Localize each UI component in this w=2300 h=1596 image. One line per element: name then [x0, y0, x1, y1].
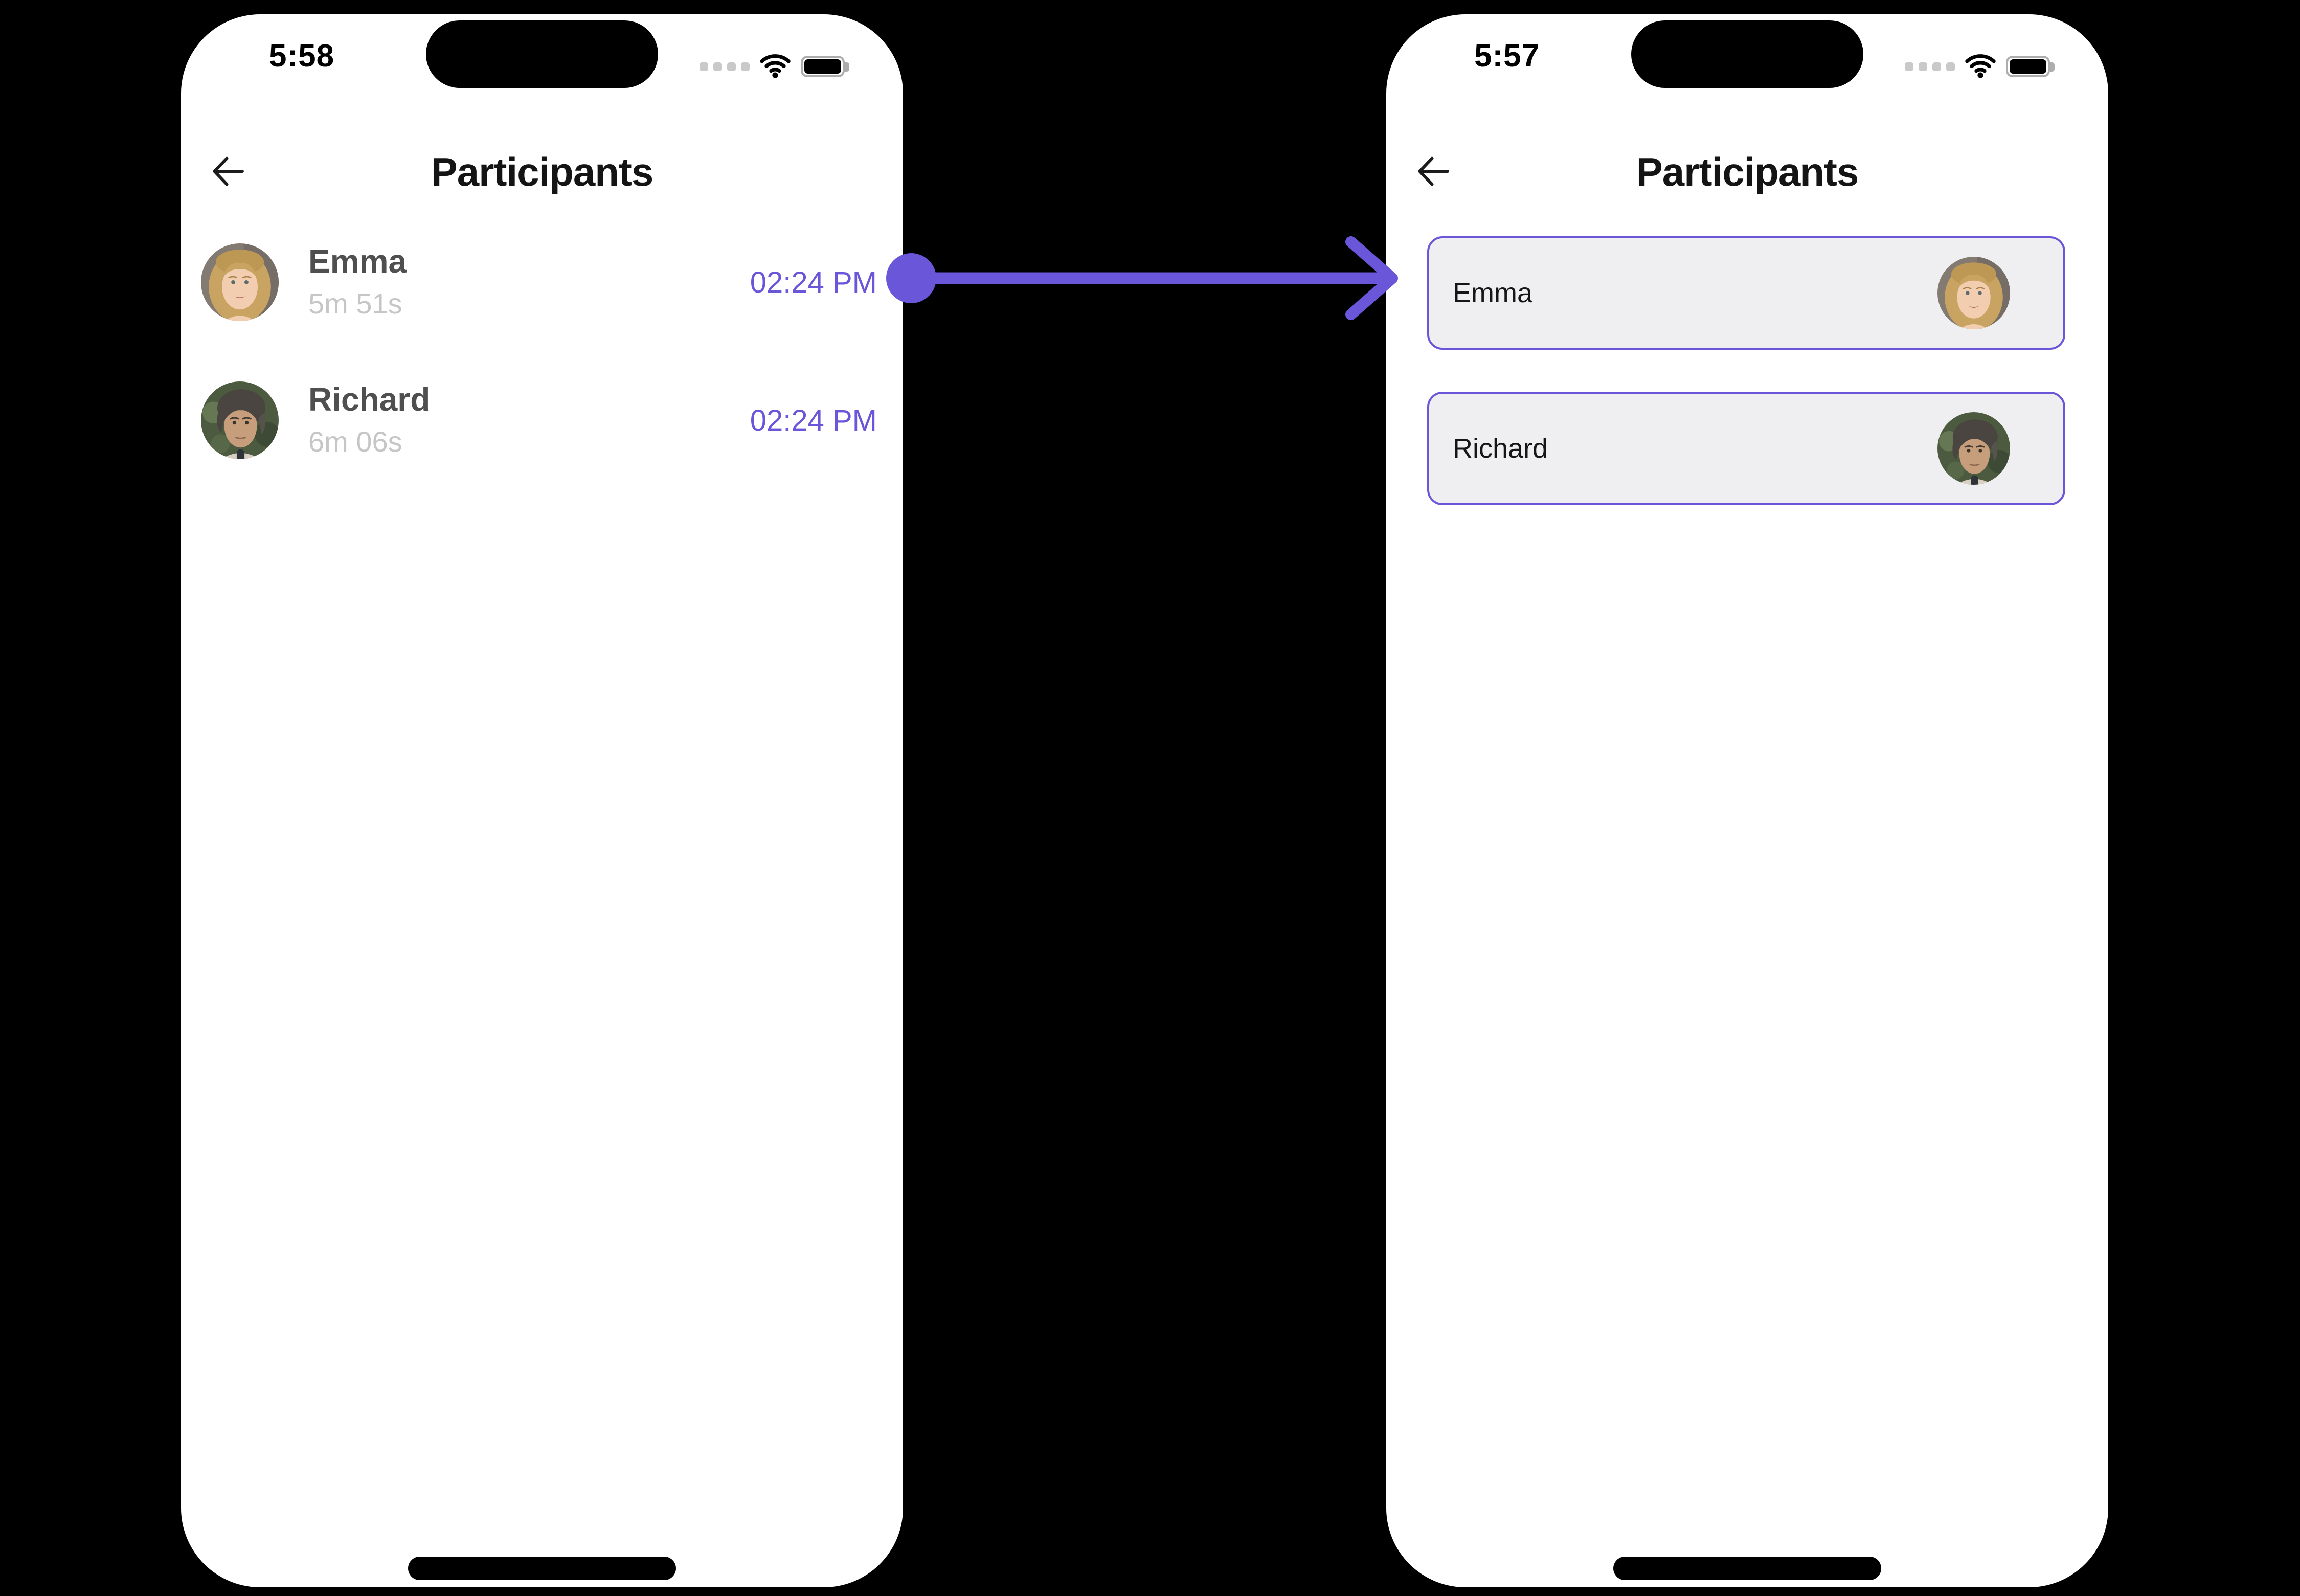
participant-card-richard[interactable]: Richard [1427, 392, 2065, 505]
cellular-dots-icon [1905, 62, 1955, 71]
participant-join-time: 02:24 PM [750, 265, 877, 299]
participant-duration: 6m 06s [308, 425, 402, 458]
participant-name: Emma [1453, 278, 1533, 308]
page-title: Participants [1636, 149, 1859, 194]
participant-card-emma[interactable]: Emma [1427, 236, 2065, 350]
back-button[interactable] [204, 149, 247, 193]
participant-row-richard[interactable]: Richard 6m 06s 02:24 PM [181, 381, 903, 459]
home-indicator[interactable] [1613, 1557, 1881, 1580]
battery-icon [2006, 56, 2055, 77]
status-bar: 5:58 [181, 14, 903, 106]
wifi-icon [1965, 54, 1996, 78]
status-bar: 5:57 [1386, 14, 2108, 106]
status-icons [700, 54, 850, 79]
participant-info: Richard 6m 06s [308, 380, 431, 458]
cellular-dots-icon [700, 62, 750, 71]
page-title: Participants [431, 149, 653, 194]
avatar-richard [201, 381, 279, 459]
home-indicator[interactable] [408, 1557, 676, 1580]
back-button[interactable] [1409, 149, 1453, 193]
avatar-emma [1937, 257, 2010, 329]
dynamic-island [426, 20, 658, 88]
right-phone-frame: 5:57 [1386, 14, 2108, 1587]
status-time: 5:57 [1474, 38, 1540, 74]
avatar-emma [201, 243, 279, 321]
arrow-right-icon [886, 236, 1398, 320]
status-time: 5:58 [269, 38, 335, 74]
battery-icon [801, 56, 849, 77]
status-icons [1905, 54, 2055, 79]
participant-name: Richard [1453, 433, 1548, 464]
participant-info: Emma 5m 51s [308, 244, 407, 320]
page-header: Participants [181, 143, 903, 200]
participant-join-time: 02:24 PM [750, 403, 877, 437]
avatar-richard [1937, 412, 2010, 485]
back-arrow-icon [213, 156, 244, 186]
participant-row-emma[interactable]: Emma 5m 51s 02:24 PM [181, 243, 903, 321]
wifi-icon [760, 54, 791, 78]
participant-duration: 5m 51s [308, 287, 402, 320]
dynamic-island [1631, 20, 1863, 88]
participant-name: Emma [308, 242, 407, 280]
participant-name: Richard [308, 380, 431, 418]
back-arrow-icon [1418, 156, 1449, 186]
page-header: Participants [1386, 143, 2108, 200]
left-phone-frame: 5:58 [181, 14, 903, 1587]
